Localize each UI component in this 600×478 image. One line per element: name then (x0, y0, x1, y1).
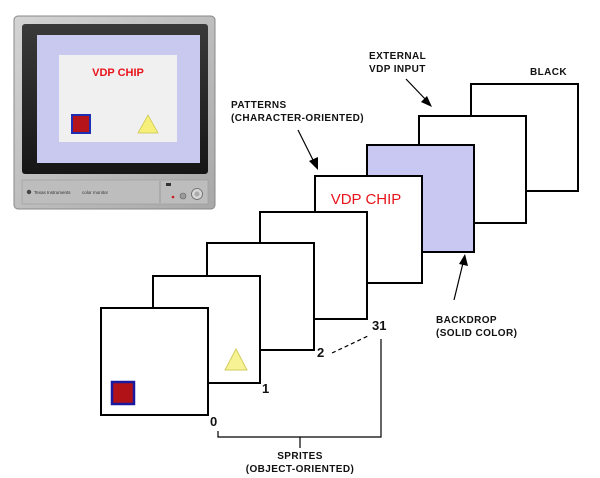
black-label: BLACK (530, 67, 567, 78)
pattern-plane-text: VDP CHIP (331, 191, 402, 208)
monitor-illustration: VDP CHIP Texas Instruments color monitor (13, 15, 216, 210)
sprite-index-0: 0 (210, 414, 217, 429)
plane-stack: VDP CHIP (100, 83, 579, 416)
backdrop-label-line1: BACKDROP (436, 315, 497, 326)
sprite-square (110, 380, 136, 406)
monitor-sprite-triangle (137, 114, 159, 134)
backdrop-arrowhead (459, 254, 468, 266)
external-pointer (405, 78, 428, 102)
monitor-logo-icon (26, 189, 32, 195)
monitor-power-led (171, 195, 175, 199)
sprite-triangle (224, 347, 248, 371)
sprite-index-2: 2 (317, 345, 324, 360)
external-arrowhead (421, 96, 432, 107)
labels: EXTERNAL VDP INPUT BLACK PATTERNS (CHARA… (210, 51, 567, 475)
monitor-small-knob (179, 192, 187, 200)
sprite-index-1: 1 (262, 381, 269, 396)
patterns-label-line2: (CHARACTER-ORIENTED) (231, 113, 364, 124)
sprite-index-31: 31 (372, 318, 386, 333)
patterns-arrowhead (309, 157, 318, 170)
backdrop-pointer (453, 262, 464, 301)
monitor-model-label: color monitor (82, 190, 109, 195)
monitor-brand-label: Texas Instruments (34, 190, 71, 195)
patterns-pointer (297, 129, 315, 163)
sprites-label-line2: (OBJECT-ORIENTED) (246, 464, 354, 475)
sprite-ellipsis-dashes (331, 335, 369, 354)
external-label-line1: EXTERNAL (369, 51, 426, 62)
patterns-label-line1: PATTERNS (231, 100, 287, 111)
external-label-line2: VDP INPUT (369, 64, 426, 75)
monitor-control-panel (21, 179, 209, 205)
monitor-vdp-chip-text: VDP CHIP (92, 67, 144, 79)
sprites-label-line1: SPRITES (277, 451, 323, 462)
monitor-power-switch (166, 183, 171, 186)
backdrop-label-line2: (SOLID COLOR) (436, 328, 517, 339)
